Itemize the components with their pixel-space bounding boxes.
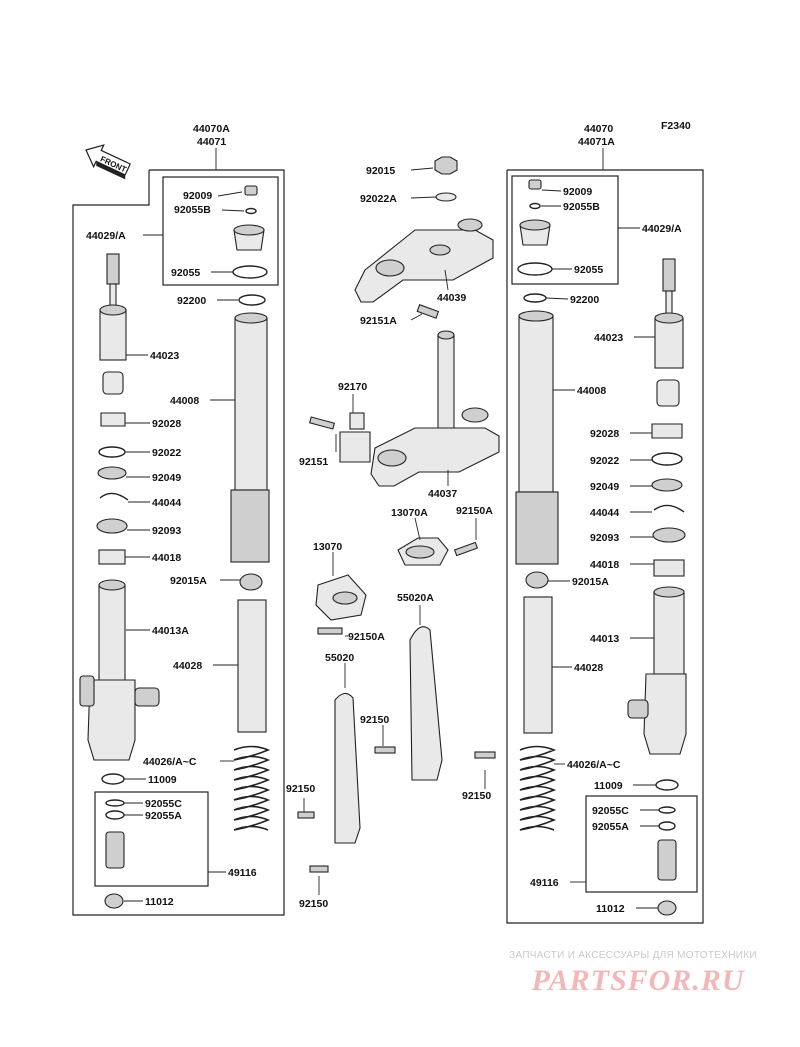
right-label-10: 44044 — [590, 507, 619, 519]
right-label-15: 44028 — [574, 662, 603, 674]
right-label-2: 44029/A — [642, 223, 682, 235]
right-fork-header-1: 44070 — [584, 123, 613, 135]
left-label-5: 44023 — [150, 350, 179, 362]
center-group: 92015 92022A 44039 92151A 92170 92151 44… — [286, 156, 500, 910]
left-label-7: 92028 — [152, 418, 181, 430]
center-label-12: 55020 — [325, 652, 354, 664]
right-label-1: 92055B — [563, 201, 600, 213]
left-label-11: 92093 — [152, 525, 181, 537]
right-label-5: 44023 — [594, 332, 623, 344]
right-label-18: 92055C — [592, 805, 629, 817]
left-label-20: 49116 — [228, 867, 257, 879]
center-label-16: 92150 — [299, 898, 328, 910]
right-label-13: 92015A — [572, 576, 609, 588]
left-fork-header-1: 44070A — [193, 123, 230, 135]
left-label-12: 44018 — [152, 552, 181, 564]
left-label-18: 92055C — [145, 798, 182, 810]
right-label-19: 92055A — [592, 821, 629, 833]
left-label-6: 44008 — [170, 395, 199, 407]
right-label-17: 11009 — [594, 780, 623, 792]
center-label-4: 92170 — [338, 381, 367, 393]
watermark-logo[interactable]: PARTSFOR.RU — [531, 964, 745, 997]
right-label-0: 92009 — [563, 186, 592, 198]
figure-code: F2340 — [661, 120, 691, 132]
right-label-21: 11012 — [596, 903, 625, 915]
right-label-12: 44018 — [590, 559, 619, 571]
right-label-4: 92200 — [570, 294, 599, 306]
right-label-20: 49116 — [530, 877, 559, 889]
left-label-10: 44044 — [152, 497, 181, 509]
left-label-21: 11012 — [145, 896, 174, 908]
right-label-8: 92022 — [590, 455, 619, 467]
right-label-16: 44026/A~C — [567, 759, 621, 771]
watermark-tagline: ЗАПЧАСТИ И АКСЕССУАРЫ ДЛЯ МОТОТЕХНИКИ — [509, 950, 757, 961]
left-label-3: 92055 — [171, 267, 200, 279]
right-label-11: 92093 — [590, 532, 619, 544]
left-label-9: 92049 — [152, 472, 181, 484]
left-fork-header-2: 44071 — [197, 136, 226, 148]
center-label-3: 92151A — [360, 315, 397, 327]
left-label-15: 44028 — [173, 660, 202, 672]
center-label-7: 13070A — [391, 507, 428, 519]
front-arrow-icon: FRONT — [85, 144, 132, 180]
left-label-4: 92200 — [177, 295, 206, 307]
left-label-17: 11009 — [148, 774, 177, 786]
center-label-5: 92151 — [299, 456, 328, 468]
center-label-9: 13070 — [313, 541, 342, 553]
right-fork-group: 44070 44071A — [506, 123, 704, 924]
center-label-1: 92022A — [360, 193, 397, 205]
center-label-15: 92150 — [286, 783, 315, 795]
left-fork-group: 44070A 44071 — [72, 123, 285, 916]
center-label-10: 92150A — [348, 631, 385, 643]
left-label-16: 44026/A~C — [143, 756, 197, 768]
left-label-1: 92055B — [174, 204, 211, 216]
left-label-14: 44013A — [152, 625, 189, 637]
right-label-7: 92028 — [590, 428, 619, 440]
left-label-13: 92015A — [170, 575, 207, 587]
center-label-6: 44037 — [428, 488, 457, 500]
left-label-19: 92055A — [145, 810, 182, 822]
center-label-8: 92150A — [456, 505, 493, 517]
center-label-2: 44039 — [437, 292, 466, 304]
center-label-0: 92015 — [366, 165, 395, 177]
right-label-14: 44013 — [590, 633, 619, 645]
left-label-8: 92022 — [152, 447, 181, 459]
right-label-9: 92049 — [590, 481, 619, 493]
right-label-3: 92055 — [574, 264, 603, 276]
left-label-2: 44029/A — [86, 230, 126, 242]
center-label-14: 92150 — [462, 790, 491, 802]
center-label-11: 55020A — [397, 592, 434, 604]
right-label-6: 44008 — [577, 385, 606, 397]
center-label-13: 92150 — [360, 714, 389, 726]
right-fork-header-2: 44071A — [578, 136, 615, 148]
left-label-0: 92009 — [183, 190, 212, 202]
